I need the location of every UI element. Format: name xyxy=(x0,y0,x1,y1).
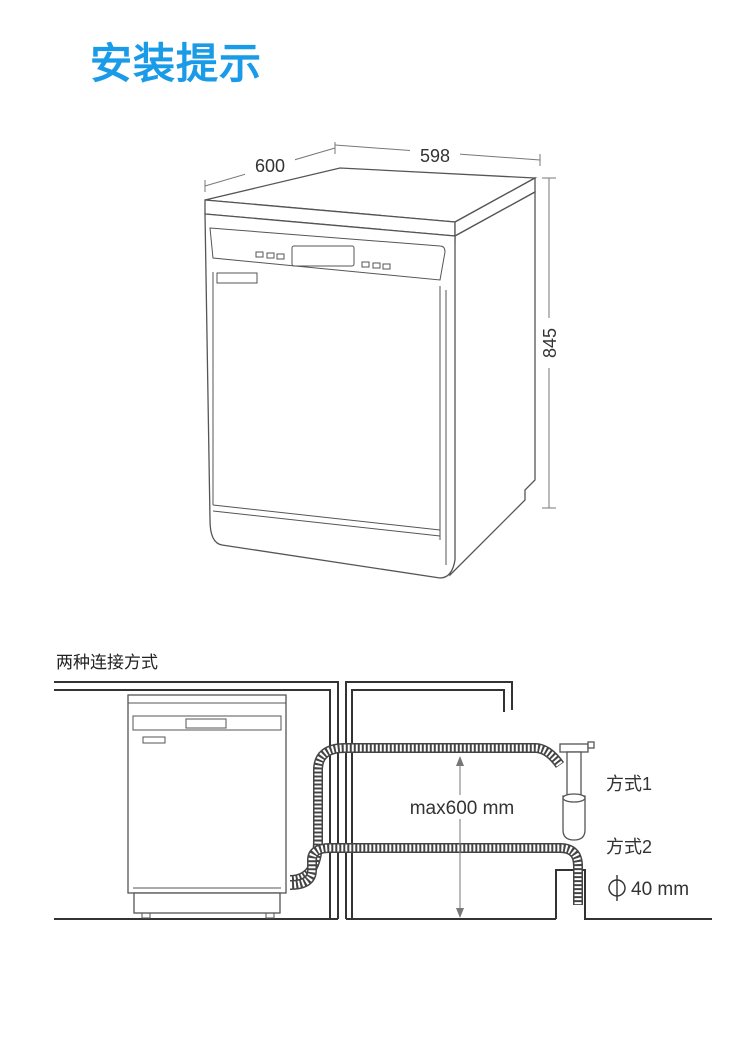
height-dimension: 845 xyxy=(538,177,560,509)
max-height-label: max600 mm xyxy=(410,798,515,819)
width-dimension: 598 xyxy=(334,144,541,166)
connection-diagram: max600 mm 方式1 方式2 40 mm xyxy=(54,681,712,920)
diameter-label-group: 40 mm xyxy=(608,875,689,901)
diameter-value: 40 mm xyxy=(631,879,689,900)
dishwasher-front xyxy=(127,694,287,919)
method2-label: 方式2 xyxy=(606,837,652,857)
height-label: 845 xyxy=(540,328,560,358)
page-title: 安装提示 xyxy=(90,39,263,88)
dishwasher-body xyxy=(204,167,538,579)
sink-siphon xyxy=(559,741,595,841)
depth-label: 600 xyxy=(255,156,285,176)
width-label: 598 xyxy=(420,146,450,166)
method1-label: 方式1 xyxy=(606,774,652,794)
sink-cabinet xyxy=(345,681,712,920)
depth-dimension: 600 xyxy=(204,142,336,192)
section-title: 两种连接方式 xyxy=(56,653,158,673)
counter-top xyxy=(54,681,339,919)
max-height-arrow: max600 mm xyxy=(398,756,526,918)
hose-lower xyxy=(289,843,583,905)
dishwasher-dimension-diagram: 600 598 845 xyxy=(204,142,560,579)
